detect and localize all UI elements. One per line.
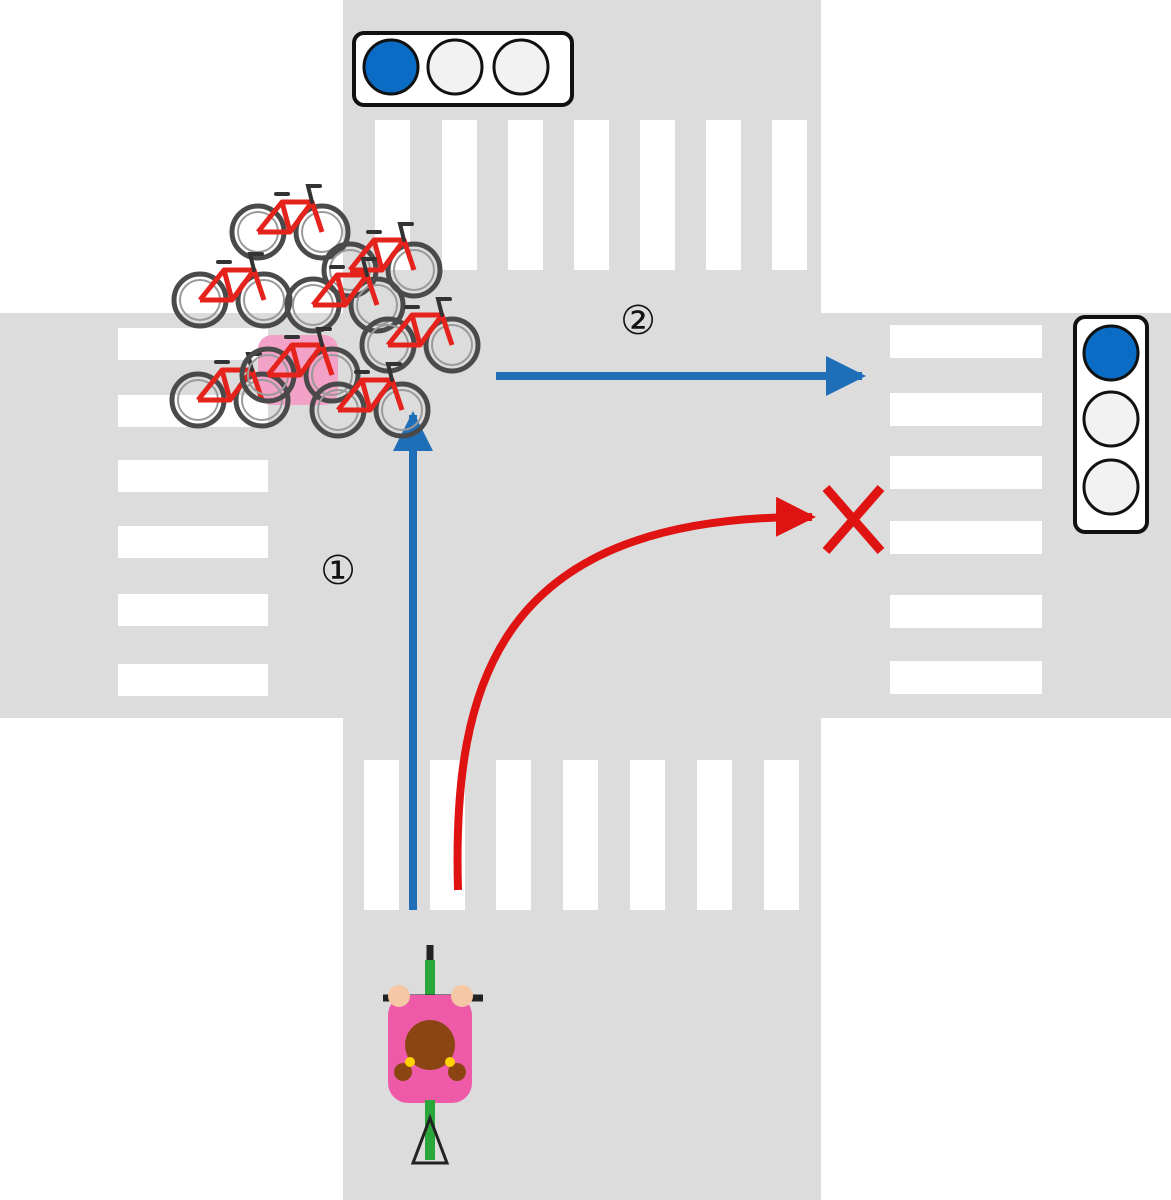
- red-path-direct-turn: [453, 496, 816, 891]
- bicycle-cluster-icon: [172, 186, 478, 436]
- signal-lamp-blue: [362, 38, 420, 96]
- crosswalk-bottom: [364, 760, 799, 910]
- red-x-icon: [822, 485, 885, 554]
- signal-lamp-off: [1082, 458, 1140, 516]
- crosswalk-right: [890, 325, 1042, 694]
- traffic-signal-right: [1073, 315, 1149, 534]
- cyclist-icon: [383, 945, 483, 1165]
- crosswalk-top: [375, 120, 807, 270]
- step1-label: ①: [320, 548, 356, 594]
- signal-lamp-off: [492, 38, 550, 96]
- signal-lamp-off: [1082, 390, 1140, 448]
- step2-label: ②: [620, 298, 656, 344]
- traffic-signal-top: [352, 31, 574, 107]
- crosswalk-left: [118, 328, 268, 696]
- bicycle-icon: [232, 186, 348, 258]
- signal-lamp-off: [426, 38, 484, 96]
- signal-lamp-blue: [1082, 324, 1140, 382]
